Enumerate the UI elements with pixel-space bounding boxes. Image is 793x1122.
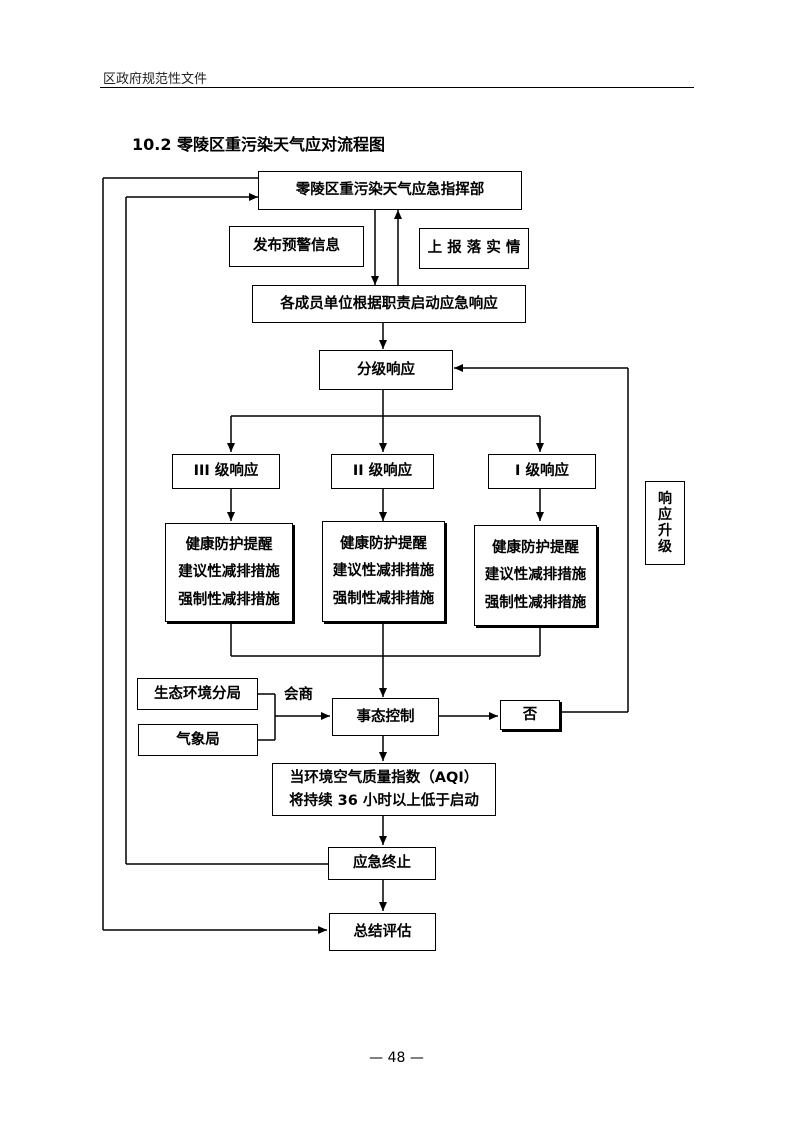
upgrade-char-2: 应 <box>658 506 672 523</box>
situation-control-box: 事态控制 <box>332 698 439 736</box>
level3-response-box: III 级响应 <box>172 454 280 489</box>
upgrade-char-4: 级 <box>658 539 672 556</box>
upgrade-char-1: 响 <box>658 490 672 507</box>
command-center-box: 零陵区重污染天气应急指挥部 <box>258 171 522 210</box>
measure-advisory-reduction: 建议性减排措施 <box>332 563 435 580</box>
no-box: 否 <box>500 700 560 730</box>
upgrade-char-3: 升 <box>658 523 672 539</box>
measure-mandatory-reduction: 强制性减排措施 <box>332 590 435 607</box>
aqi-line-1: 当环境空气质量指数（AQI） <box>289 770 479 787</box>
document-header: 区政府规范性文件 <box>103 72 208 87</box>
header-divider <box>100 87 694 88</box>
summary-evaluation-box: 总结评估 <box>329 913 436 951</box>
aqi-line-2: 将持续 36 小时以上低于启动 <box>289 792 479 809</box>
publish-warning-box: 发布预警信息 <box>229 226 364 267</box>
measure-health-reminder: 健康防护提醒 <box>340 536 427 553</box>
graded-response-box: 分级响应 <box>319 350 453 390</box>
ecology-bureau-box: 生态环境分局 <box>137 678 258 710</box>
measure-advisory-reduction: 建议性减排措施 <box>484 567 587 584</box>
level1-measures-box: 健康防护提醒 建议性减排措施 强制性减排措施 <box>474 525 597 626</box>
flowchart-title: 10.2 零陵区重污染天气应对流程图 <box>132 135 386 154</box>
emergency-end-box: 应急终止 <box>328 847 436 880</box>
page-number: — 48 — <box>369 1050 424 1066</box>
upgrade-response-box: 响 应 升 级 <box>645 481 685 565</box>
measure-mandatory-reduction: 强制性减排措施 <box>178 591 280 608</box>
measure-advisory-reduction: 建议性减排措施 <box>178 564 280 581</box>
measure-health-reminder: 健康防护提醒 <box>492 540 579 557</box>
level1-response-box: I 级响应 <box>488 454 596 489</box>
level2-measures-box: 健康防护提醒 建议性减排措施 强制性减排措施 <box>322 521 445 622</box>
measure-health-reminder: 健康防护提醒 <box>185 537 273 554</box>
measure-mandatory-reduction: 强制性减排措施 <box>484 594 587 611</box>
level3-measures-box: 健康防护提醒 建议性减排措施 强制性减排措施 <box>165 523 293 622</box>
consult-label: 会商 <box>284 687 313 703</box>
aqi-condition-box: 当环境空气质量指数（AQI） 将持续 36 小时以上低于启动 <box>272 763 496 816</box>
level2-response-box: II 级响应 <box>331 454 434 489</box>
report-facts-box: 上 报 落 实 情 <box>419 228 529 269</box>
member-units-box: 各成员单位根据职责启动应急响应 <box>252 285 526 323</box>
weather-bureau-box: 气象局 <box>138 724 258 756</box>
